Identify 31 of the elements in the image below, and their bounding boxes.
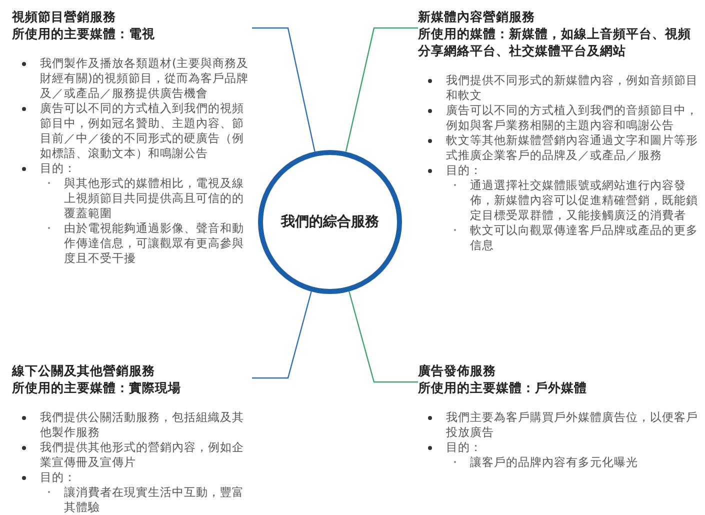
- bullet-text: 目的：: [446, 440, 482, 454]
- bullet-text: 目的：: [40, 161, 76, 175]
- bullet-text: 我們主要為客戶購買戶外媒體廣告位，以便客戶投放廣告: [446, 410, 698, 439]
- service-heading: 廣告發佈服務: [418, 362, 497, 379]
- sub-bullet-text: 與其他形式的媒體相比，電視及線上視頻節目共同提供高且可信的的覆蓋範圍: [64, 176, 244, 220]
- bullet-text: 軟文等其他新媒體營銷內容通過文字和圖片等形式推廣企業客戶的品牌及／或產品／服務: [446, 133, 698, 162]
- leader-line: [252, 27, 316, 152]
- sub-bullet-text: 通過選擇社交媒體賬號或網站進行內容發佈，新媒體內容可以促進精確營銷，既能鎖定目標受眾群體，又能接觸廣泛的消費者: [470, 178, 698, 222]
- bullet-text: 我們提供不同形式的新媒體內容，例如音頻節目和軟文: [446, 73, 698, 102]
- leader-line: [252, 291, 312, 379]
- service-heading: 線下公關及其他營銷服務: [12, 362, 156, 379]
- sub-bullet-text: 由於電視能夠通過影像、聲音和動作傳達信息，可讓觀眾有更高參與度且不受干擾: [64, 221, 244, 265]
- media-heading: 所使用的主要媒體：戶外媒體: [418, 379, 588, 396]
- bullet-text: 目的：: [40, 470, 76, 484]
- service-heading: 新媒體內容營銷服務: [418, 8, 536, 25]
- service-heading: 視頻節目營銷服務: [12, 8, 117, 25]
- bullet-text: 廣告可以不同的方式植入到我們的視頻節目中，例如冠名贊助、主題內容、節目前／中／後的不同形式的硬廣告（例如標語、滾動文本）和鳴謝公告: [40, 101, 244, 160]
- sub-bullet-text: 軟文可以向觀眾傳達客戶品牌或產品的更多信息: [470, 223, 698, 252]
- sub-bullet-text: 讓消費者在現實生活中互動，豐富其體驗: [64, 485, 244, 514]
- bullet-text: 廣告可以不同的方式植入到我們的音頻節目中，例如與客戶業務相關的主題內容和鳴謝公告: [446, 103, 698, 132]
- media-heading: 所使用的主要媒體：電視: [12, 25, 156, 42]
- bullet-text: 我們提供其他形式的營銷內容，例如企業宣傳冊及宣傳片: [40, 440, 244, 469]
- bullet-text: 我們提供公關活動服務，包括組織及其他製作服務: [40, 410, 244, 439]
- bullet-text: 我們製作及播放各類題材(主要與商務及財經有關)的視頻節目，從而為客戶品牌及／或產品／服務提供廣告機會: [40, 56, 248, 100]
- leader-line: [348, 291, 418, 383]
- media-heading: 所使用的主要媒體：實際現場: [12, 379, 182, 396]
- sub-bullet-text: 讓客戶的品牌內容有多元化曝光: [470, 455, 638, 469]
- media-heading: 所使用的媒體：新媒體，如線上音頻平台、視頻分享網絡平台、社交媒體平台及網站: [418, 25, 692, 59]
- leader-line: [345, 27, 418, 152]
- bullet-text: 目的：: [446, 163, 482, 177]
- circle-label: 我們的綜合服務: [281, 213, 379, 231]
